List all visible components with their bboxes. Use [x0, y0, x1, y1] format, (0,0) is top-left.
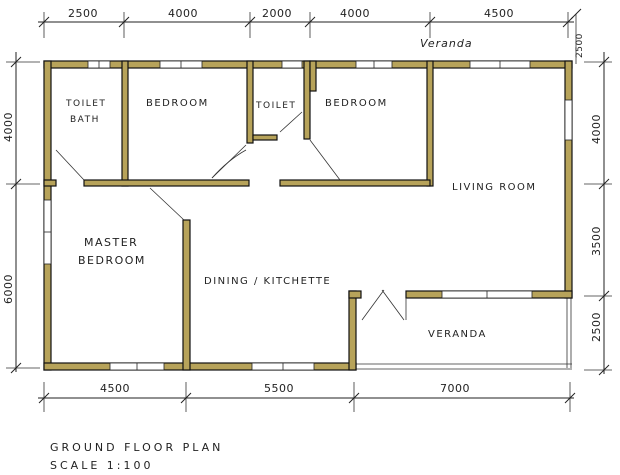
- left-dim-1: 4000: [2, 112, 15, 142]
- room-label-bedroom-2: BEDROOM: [325, 98, 388, 109]
- room-label-bedroom-1: BEDROOM: [146, 98, 209, 109]
- top-dim-5: 4500: [484, 7, 514, 20]
- room-label-veranda-top: Veranda: [420, 37, 473, 50]
- room-label-master-bedroom-1: MASTER: [84, 236, 138, 249]
- top-right-dim: 2500: [575, 33, 585, 58]
- room-label-toilet-bath-1: TOILET: [65, 99, 106, 109]
- right-dim-2: 3500: [590, 226, 603, 256]
- room-label-veranda-bottom: VERANDA: [428, 329, 487, 340]
- room-label-toilet: TOILET: [255, 101, 296, 111]
- bottom-dim-2: 5500: [264, 382, 294, 395]
- right-dim-1: 4000: [590, 114, 603, 144]
- right-dim-3: 2500: [590, 312, 603, 342]
- bottom-dim-3: 7000: [440, 382, 470, 395]
- left-dimension-line: [6, 52, 40, 374]
- top-dim-1: 2500: [68, 7, 98, 20]
- door-swings: [55, 111, 407, 321]
- room-label-living-room: LIVING ROOM: [452, 182, 537, 193]
- bottom-dimension-line: [38, 382, 576, 412]
- plan-scale: SCALE 1:100: [50, 459, 154, 472]
- top-right-dimension-line: [570, 8, 582, 64]
- room-label-master-bedroom-2: BEDROOM: [78, 254, 146, 267]
- left-dim-2: 6000: [2, 274, 15, 304]
- plan-title: GROUND FLOOR PLAN: [50, 441, 224, 454]
- room-label-dining-kitchette: DINING / KITCHETTE: [204, 276, 331, 287]
- bottom-dim-1: 4500: [100, 382, 130, 395]
- right-dimension-line: [584, 52, 612, 376]
- interior-walls: [43, 60, 434, 371]
- top-dim-4: 4000: [340, 7, 370, 20]
- room-label-toilet-bath-2: BATH: [70, 115, 100, 125]
- windows: [43, 60, 573, 371]
- veranda-outline: [356, 298, 572, 370]
- top-dim-3: 2000: [262, 7, 292, 20]
- top-dim-2: 4000: [168, 7, 198, 20]
